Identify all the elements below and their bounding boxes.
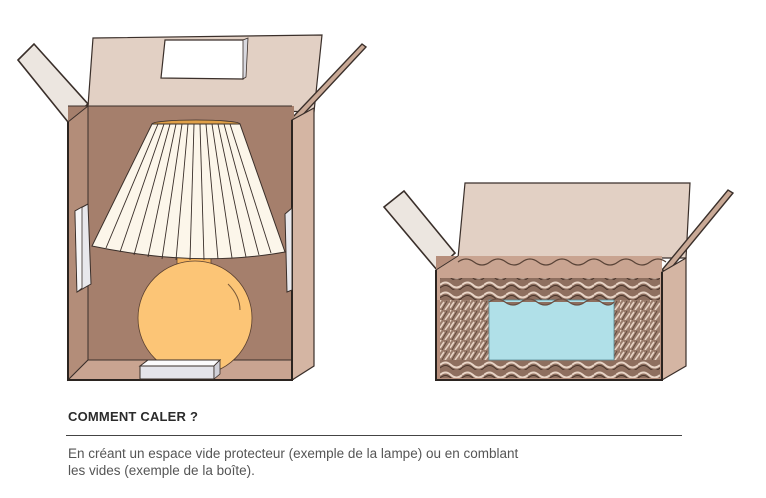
- box-side: [291, 106, 315, 382]
- caption-title: COMMENT CALER ?: [68, 409, 199, 424]
- foam-block-left: [74, 203, 92, 293]
- caption-line-2: les vides (exemple de la boîte).: [68, 463, 255, 478]
- box-side: [661, 256, 687, 382]
- divider: [66, 435, 682, 436]
- filled-box: [382, 182, 735, 382]
- lamp-box: [16, 34, 368, 382]
- packing-illustration: [16, 34, 735, 382]
- paper-fill-bottom: [440, 360, 660, 378]
- left-flap: [382, 189, 457, 272]
- left-flap: [16, 42, 90, 124]
- foam-block-right: [284, 206, 293, 293]
- paper-fill-right: [614, 300, 660, 360]
- caption-body: En créant un espace vide protecteur (exe…: [68, 445, 688, 479]
- caption-line-1: En créant un espace vide protecteur (exe…: [68, 446, 519, 461]
- paper-fill-top: [440, 278, 660, 300]
- back-flap: [457, 182, 691, 259]
- foam-block-bottom: [138, 359, 222, 380]
- packed-object: [488, 299, 615, 361]
- lampshade: [91, 119, 286, 261]
- label-icon: [160, 37, 249, 80]
- paper-fill-left: [440, 300, 490, 360]
